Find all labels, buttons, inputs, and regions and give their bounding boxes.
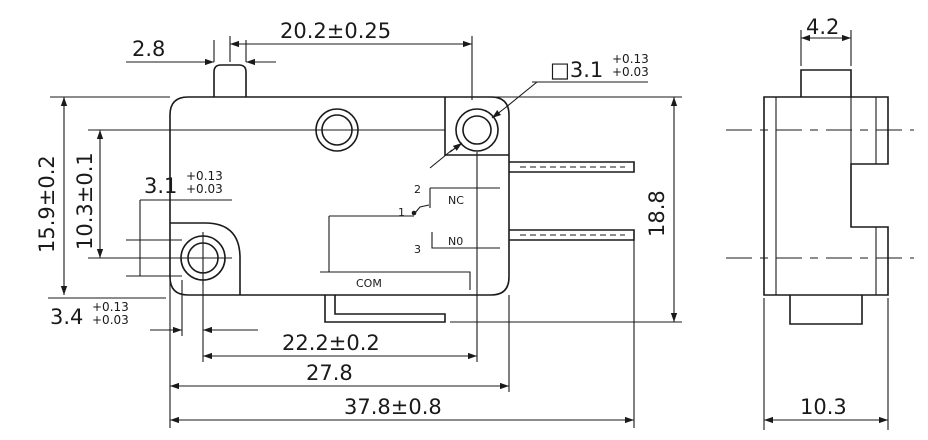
terminal-nc — [509, 161, 635, 173]
label-no: N0 — [448, 235, 463, 248]
side-body — [763, 96, 889, 296]
mount-hole-top — [455, 108, 499, 152]
label-com: COM — [356, 277, 382, 290]
dim-lever-offset: 20.2±0.25 — [280, 19, 391, 43]
side-actuator — [800, 69, 852, 97]
label-pin3: 3 — [414, 243, 421, 256]
label-pin1: 1 — [398, 206, 405, 219]
dim-body-length: 27.8 — [306, 361, 353, 385]
tol-hole-height-lower: +0.03 — [92, 313, 129, 327]
side-view: 4.2 10.3 — [726, 15, 914, 430]
dim-side-top: 4.2 — [806, 15, 839, 39]
front-view: NC N0 COM 2 1 3 — [169, 64, 635, 323]
dim-hole-height: 3.4 — [50, 305, 83, 329]
dim-lever-width: 2.8 — [132, 37, 165, 61]
dim-square-hole: □3.1 — [550, 58, 603, 82]
square-mount-boss — [444, 97, 509, 156]
tol-square-lower: +0.03 — [612, 65, 649, 79]
dim-height-total: 15.9±0.2 — [35, 155, 59, 253]
front-dimensions: 2.8 20.2±0.25 □3.1 +0.13 +0.03 3.1 +0.13… — [35, 19, 682, 428]
tol-hole-lower: +0.03 — [186, 182, 223, 196]
internal-wiring — [414, 187, 500, 214]
label-nc: NC — [448, 194, 464, 207]
actuator-plunger — [213, 64, 247, 97]
dim-hole-spacing-h: 22.2±0.2 — [282, 331, 380, 355]
tol-hole-upper: +0.13 — [186, 169, 223, 183]
rivet — [315, 108, 359, 152]
switch-body — [169, 96, 510, 296]
dim-hole-spacing-v: 10.3±0.1 — [73, 152, 97, 250]
dim-hole-dia: 3.1 — [144, 174, 177, 198]
tol-hole-height-upper: +0.13 — [92, 300, 129, 314]
label-pin2: 2 — [414, 183, 421, 196]
dim-overall-length: 37.8±0.8 — [344, 395, 442, 419]
dim-side-width: 10.3 — [800, 395, 847, 419]
round-mount-boss — [170, 222, 241, 295]
terminal-com — [324, 295, 446, 323]
terminal-no — [509, 229, 635, 241]
side-foot — [789, 295, 863, 325]
dim-terminal-height: 18.8 — [645, 190, 669, 237]
tol-square-upper: +0.13 — [612, 52, 649, 66]
